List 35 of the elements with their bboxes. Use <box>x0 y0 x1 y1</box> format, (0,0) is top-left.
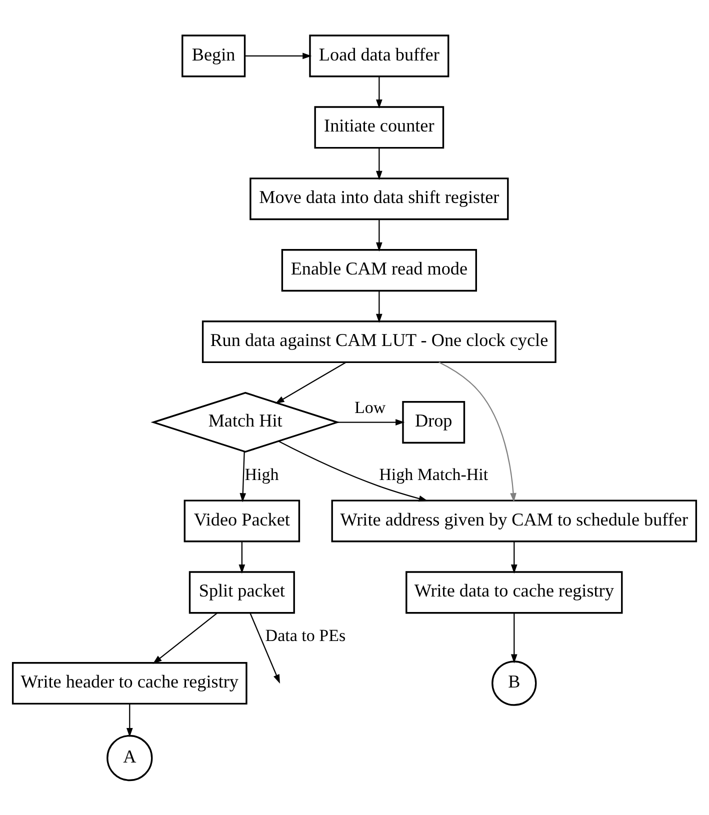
node-box: Begin <box>182 34 246 77</box>
arrow <box>278 440 428 502</box>
node-box: Initiate counter <box>314 106 444 148</box>
edge-label: Low <box>354 398 386 417</box>
node-box: Load data buffer <box>309 34 450 77</box>
node-box: Drop <box>402 400 466 444</box>
arrow <box>376 219 382 251</box>
arrow <box>376 76 382 108</box>
node-box: Enable CAM read mode <box>281 248 477 292</box>
arrow <box>376 148 382 180</box>
arrow <box>510 541 518 574</box>
edge-label: Data to PEs <box>265 626 346 645</box>
arrow <box>337 418 405 425</box>
node-box: Write data to cache registry <box>406 570 623 614</box>
node-circle: A <box>106 734 153 781</box>
arrow <box>438 361 516 502</box>
arrow <box>250 612 280 684</box>
node-box: Move data into data shift register <box>250 177 509 220</box>
node-box: Write header to cache registry <box>12 662 248 704</box>
arrow <box>510 612 518 663</box>
arrow <box>126 703 133 737</box>
edge-label: High <box>244 464 279 484</box>
arrow <box>238 541 246 574</box>
arrow <box>240 451 246 502</box>
arrow <box>275 361 346 404</box>
arrow <box>376 290 382 322</box>
edge-label: High Match-Hit <box>379 464 488 484</box>
node-box: Run data against CAM LUT - One clock cycle <box>202 320 556 363</box>
node-circle: B <box>492 660 537 706</box>
node-box: Split packet <box>188 570 295 614</box>
node-box: Write address given by CAM to schedule buffer <box>331 499 698 542</box>
arrow <box>244 52 312 59</box>
node-diamond: Match Hit <box>150 391 340 452</box>
node-box: Video Packet <box>184 499 300 542</box>
arrow <box>152 612 218 664</box>
